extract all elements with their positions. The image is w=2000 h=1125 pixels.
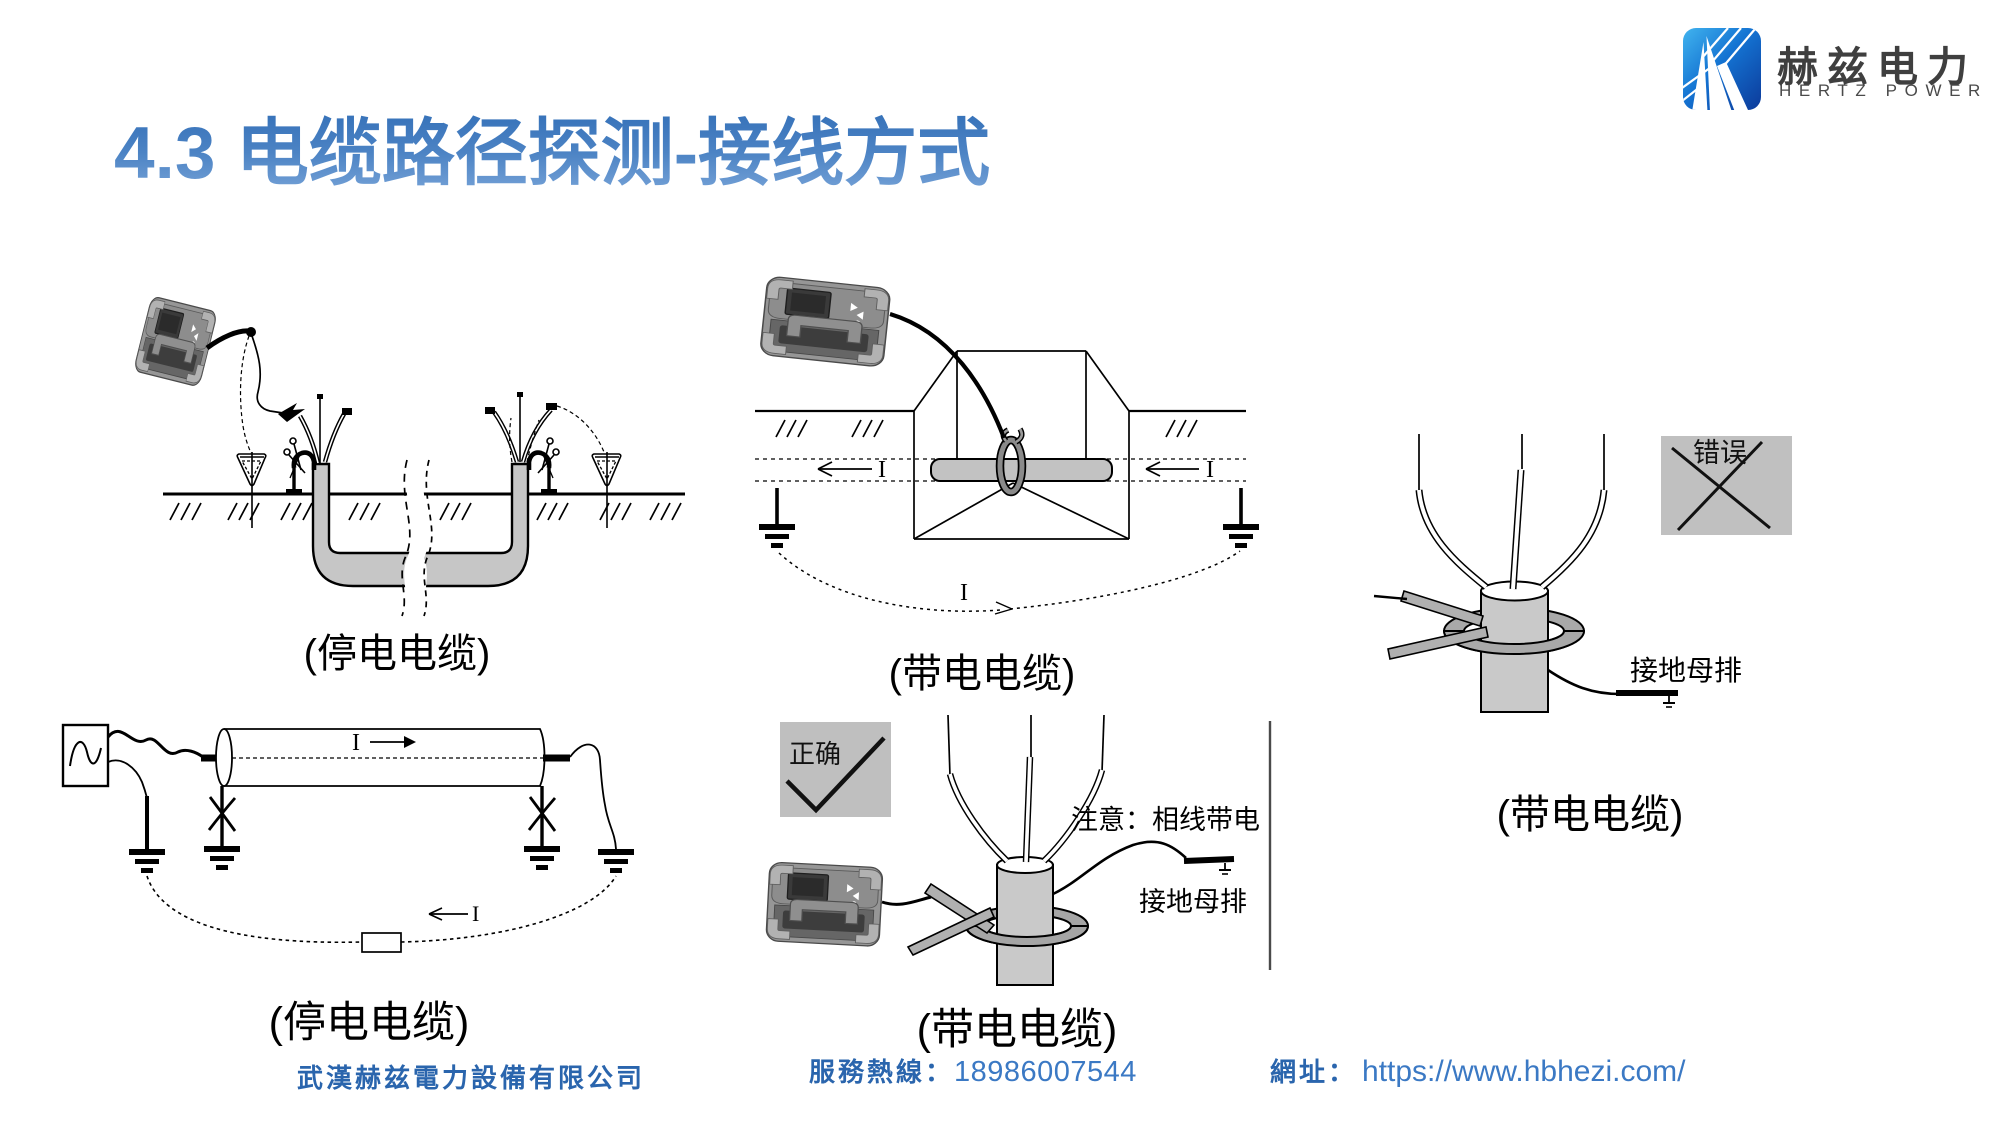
ground-hatching xyxy=(775,419,1198,438)
ground-symbol xyxy=(129,849,165,873)
logo-name-en: HERTZ POWER xyxy=(1779,81,1988,100)
footer-website-url: https://www.hbhezi.com/ xyxy=(1362,1055,1686,1088)
footer-hotline-number: 18986007544 xyxy=(954,1056,1137,1088)
device-lead-wire xyxy=(881,895,932,906)
caption-diagram-4: (停电电缆) xyxy=(268,999,470,1047)
diagram-live-cable-wrong: 接地母排 错误 xyxy=(1373,434,1792,713)
ground-symbol xyxy=(204,846,240,870)
cable-pit xyxy=(913,350,1130,540)
footer-website-label: 網址： xyxy=(1270,1058,1358,1087)
signal-generator-device-2 xyxy=(759,275,892,368)
diagram-dead-cable-u xyxy=(132,295,685,617)
clamp-stand-right xyxy=(526,437,560,494)
wrong-box: 错误 xyxy=(1661,436,1792,535)
page-title: 4.3 电缆路径探测-接线方式 xyxy=(114,94,990,200)
busbar-label: 接地母排 xyxy=(1630,655,1742,687)
ground-symbol xyxy=(1223,524,1259,548)
diagram-live-cable-pit: I I I xyxy=(755,275,1259,615)
current-label-left: I xyxy=(878,457,886,483)
ground-wire xyxy=(1547,668,1621,696)
footer-hotline: 服務熱線：18986007544 xyxy=(809,1052,1137,1089)
logo-name-cn: 赫兹电力 xyxy=(1777,44,1977,90)
caption-diagram-1: (停电电缆) xyxy=(303,632,491,676)
earth-spike-right xyxy=(591,452,622,528)
correct-box: 正确 xyxy=(780,722,891,817)
ground-symbol xyxy=(759,524,795,548)
footer-hotline-label: 服務熱線： xyxy=(809,1058,955,1087)
company-logo xyxy=(1683,28,1993,113)
note-label: 注意：相线带电 xyxy=(1071,805,1260,835)
footer-website: 網址：https://www.hbhezi.com/ xyxy=(1270,1052,1685,1089)
current-label-return: I xyxy=(472,901,479,926)
clamp-handles xyxy=(1373,589,1489,660)
current-label-right: I xyxy=(1206,457,1214,483)
current-arrows xyxy=(817,461,1199,477)
footer-company-text: 武漢赫兹電力設備有限公司 xyxy=(297,1064,646,1093)
return-current-arc xyxy=(146,875,363,944)
crocodile-clip xyxy=(278,403,305,422)
return-loop-box xyxy=(361,932,402,953)
clamp-stand-left xyxy=(283,437,317,494)
ground-wire xyxy=(1052,840,1187,896)
clamp-handles xyxy=(906,882,996,957)
caption-diagram-3: (带电电缆) xyxy=(1496,793,1684,837)
lead-to-spike-dashed xyxy=(239,335,252,454)
caption-diagram-5: (带电电缆) xyxy=(916,1006,1118,1054)
wrong-label: 错误 xyxy=(1693,438,1747,468)
signal-source-box xyxy=(61,723,110,788)
ground-symbol xyxy=(524,846,560,870)
cable-tube xyxy=(224,728,546,787)
lead-to-clip xyxy=(251,335,284,414)
diagram-live-cable-correct: 正确 xyxy=(765,714,1272,986)
logo-icon xyxy=(1683,28,1761,110)
caption-diagram-2: (带电电缆) xyxy=(888,652,1076,696)
sine-wave-icon xyxy=(69,741,102,767)
diagram-dead-cable-generator: I I xyxy=(61,723,634,953)
signal-generator-device-1 xyxy=(132,295,219,388)
cross-bond-left xyxy=(207,786,237,846)
cross-bond-right xyxy=(527,786,557,846)
current-label-return: I xyxy=(960,580,968,606)
footer-company: 武漢赫兹電力設備有限公司 xyxy=(297,1058,645,1095)
earth-spike-left xyxy=(236,452,267,528)
receiver-device xyxy=(765,861,884,948)
generator-output-lead xyxy=(106,729,204,759)
vertical-cable xyxy=(996,864,1054,986)
current-label-tube: I xyxy=(352,730,360,756)
correct-label: 正确 xyxy=(789,740,841,769)
busbar-label: 接地母排 xyxy=(1139,887,1247,917)
device-lead-wire xyxy=(205,328,250,351)
device-lead-wire xyxy=(889,311,1006,439)
return-current-arc xyxy=(778,550,1241,612)
ground-symbol xyxy=(598,849,634,873)
